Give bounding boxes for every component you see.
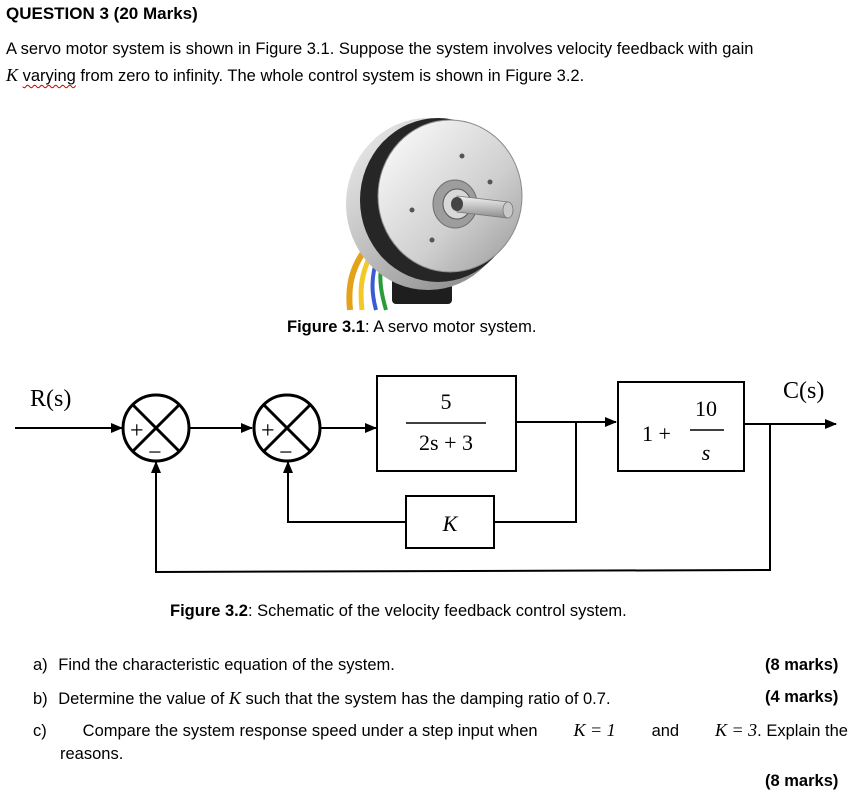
feedback-k-label: K bbox=[442, 511, 459, 536]
summer2-minus-sign: − bbox=[279, 440, 293, 466]
block-diagram: + − + − R(s) C(s) 5 2s + 3 1 + 10 s K bbox=[15, 375, 837, 574]
figure-3-1-label: Figure 3.1 bbox=[287, 318, 365, 336]
part-c-eq1: K = 1 bbox=[573, 720, 616, 740]
part-c-text-after: . Explain the bbox=[757, 722, 848, 740]
part-a-marks: (8 marks) bbox=[765, 656, 839, 674]
inner-feedback-line-left bbox=[283, 461, 406, 523]
part-c-marks: (8 marks) bbox=[765, 772, 839, 790]
block-feedback-k bbox=[405, 495, 495, 549]
part-c: c) Compare the system response speed und… bbox=[33, 720, 848, 764]
figure-3-1-text: : A servo motor system. bbox=[364, 318, 537, 336]
summer1-plus-sign: + bbox=[130, 418, 144, 444]
part-c-and: and bbox=[651, 722, 680, 740]
figure-3-1-caption: Figure 3.1: A servo motor system. bbox=[287, 318, 536, 337]
intro-text-2: from zero to infinity. The whole control… bbox=[80, 67, 585, 85]
part-b-marks: (4 marks) bbox=[765, 688, 839, 706]
block-plant-g1 bbox=[376, 375, 517, 472]
output-label-cs: C(s) bbox=[783, 378, 824, 404]
part-b-text-before: Determine the value of bbox=[58, 690, 225, 708]
intro-k-symbol: K bbox=[6, 65, 19, 85]
servo-motor-image bbox=[346, 118, 523, 311]
block2-denominator: s bbox=[702, 440, 711, 465]
figure-3-2-caption: Figure 3.2: Schematic of the velocity fe… bbox=[170, 602, 627, 621]
part-c-line-1: c) Compare the system response speed und… bbox=[33, 720, 848, 741]
part-b-label: b) bbox=[33, 690, 48, 708]
inner-feedback-line-right bbox=[494, 422, 577, 523]
intro-varying-word: varying bbox=[22, 67, 76, 85]
question-intro: A servo motor system is shown in Figure … bbox=[6, 36, 854, 89]
figure-3-2-text: : Schematic of the velocity feedback con… bbox=[247, 602, 627, 620]
block2-prefix: 1 + bbox=[642, 421, 671, 446]
outer-feedback-line bbox=[151, 424, 771, 574]
summer2-plus-sign: + bbox=[261, 418, 275, 444]
summing-junction-1 bbox=[121, 393, 191, 463]
part-b-k-symbol: K bbox=[228, 688, 241, 708]
figure-3-2-label: Figure 3.2 bbox=[170, 602, 248, 620]
block1-denominator: 2s + 3 bbox=[419, 430, 473, 455]
question-title: QUESTION 3 (20 Marks) bbox=[6, 4, 198, 23]
part-c-eq2: K = 3 bbox=[715, 720, 758, 740]
part-c-label: c) bbox=[33, 722, 47, 740]
summing-junction-2 bbox=[252, 393, 322, 463]
part-c-text-before: Compare the system response speed under … bbox=[82, 722, 538, 740]
summer1-minus-sign: − bbox=[148, 440, 162, 466]
part-b: b) Determine the value of K such that th… bbox=[33, 688, 611, 709]
block1-numerator: 5 bbox=[441, 389, 452, 414]
part-a-label: a) bbox=[33, 656, 48, 674]
block2-numerator: 10 bbox=[695, 396, 717, 421]
part-c-line-2: reasons. bbox=[60, 745, 124, 763]
part-a-text: Find the characteristic equation of the … bbox=[58, 656, 395, 674]
block-plant-g2 bbox=[617, 381, 745, 472]
intro-text-1: A servo motor system is shown in Figure … bbox=[6, 40, 754, 58]
input-label-rs: R(s) bbox=[30, 386, 71, 412]
part-a: a) Find the characteristic equation of t… bbox=[33, 656, 395, 675]
part-b-text-after: such that the system has the damping rat… bbox=[245, 690, 611, 708]
